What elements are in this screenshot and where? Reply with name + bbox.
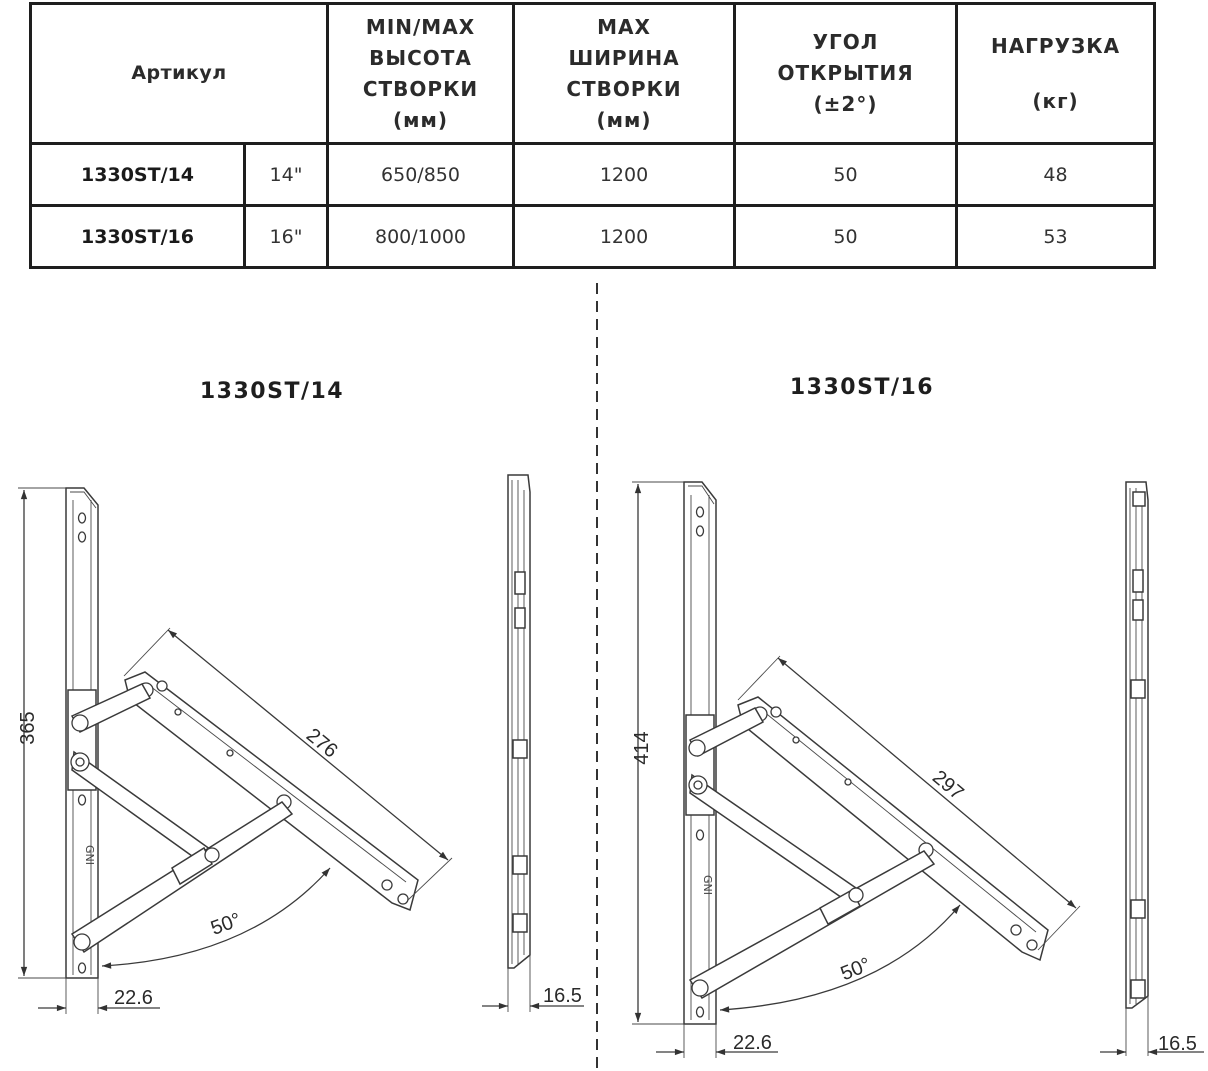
right-arm-length-dimension: 297 — [928, 766, 968, 804]
cell-height: 800/1000 — [326, 204, 516, 269]
right-front-width-dimension: 22.6 — [733, 1032, 772, 1054]
header-load: НАГРУЗКА (кг) — [955, 2, 1157, 145]
left-drawing-title: 1330ST/14 — [200, 379, 344, 404]
svg-text:GNI: GNI — [83, 845, 96, 865]
header-height: MIN/MAX ВЫСОТА СТВОРКИ (мм) — [326, 2, 516, 145]
right-drawing-title: 1330ST/16 — [790, 375, 934, 400]
right-height-dimension: 414 — [631, 731, 653, 764]
cell-angle: 50 — [733, 142, 959, 207]
cell-width: 1200 — [512, 142, 737, 207]
right-side-view: 16.5 — [1100, 481, 1204, 1056]
right-angle-dimension: 50° — [838, 954, 874, 986]
right-side-width-dimension: 16.5 — [1158, 1033, 1197, 1055]
left-side-width-dimension: 16.5 — [543, 985, 582, 1007]
left-arm-length-dimension: 276 — [302, 724, 342, 762]
table-row: 1330ST/16 16" 800/1000 1200 50 53 — [29, 204, 1157, 269]
cell-load: 48 — [955, 142, 1157, 207]
cell-size: 14" — [242, 142, 330, 207]
table-row: 1330ST/14 14" 650/850 1200 50 48 — [29, 142, 1157, 207]
cell-angle: 50 — [733, 204, 959, 269]
cell-height: 650/850 — [326, 142, 516, 207]
cell-code: 1330ST/16 — [29, 204, 246, 269]
left-front-view: GNI 365 276 50° — [17, 487, 453, 1014]
header-article: Артикул — [28, 2, 330, 145]
cell-width: 1200 — [512, 204, 737, 269]
left-side-view: 16.5 — [482, 474, 584, 1012]
right-front-view: GNI 414 297 50° — [631, 481, 1081, 1058]
cell-code: 1330ST/14 — [29, 142, 246, 207]
svg-text:GNI: GNI — [701, 875, 714, 895]
left-height-dimension: 365 — [17, 711, 39, 744]
header-width: MAX ШИРИНА СТВОРКИ (мм) — [512, 2, 737, 145]
header-angle: УГОЛ ОТКРЫТИЯ (±2°) — [733, 2, 959, 145]
left-front-width-dimension: 22.6 — [114, 987, 153, 1009]
table-header-row: Артикул MIN/MAX ВЫСОТА СТВОРКИ (мм) MAX … — [28, 2, 1157, 145]
spec-table: Артикул MIN/MAX ВЫСОТА СТВОРКИ (мм) MAX … — [28, 2, 1157, 269]
cell-size: 16" — [242, 204, 330, 269]
cell-load: 53 — [955, 204, 1157, 269]
